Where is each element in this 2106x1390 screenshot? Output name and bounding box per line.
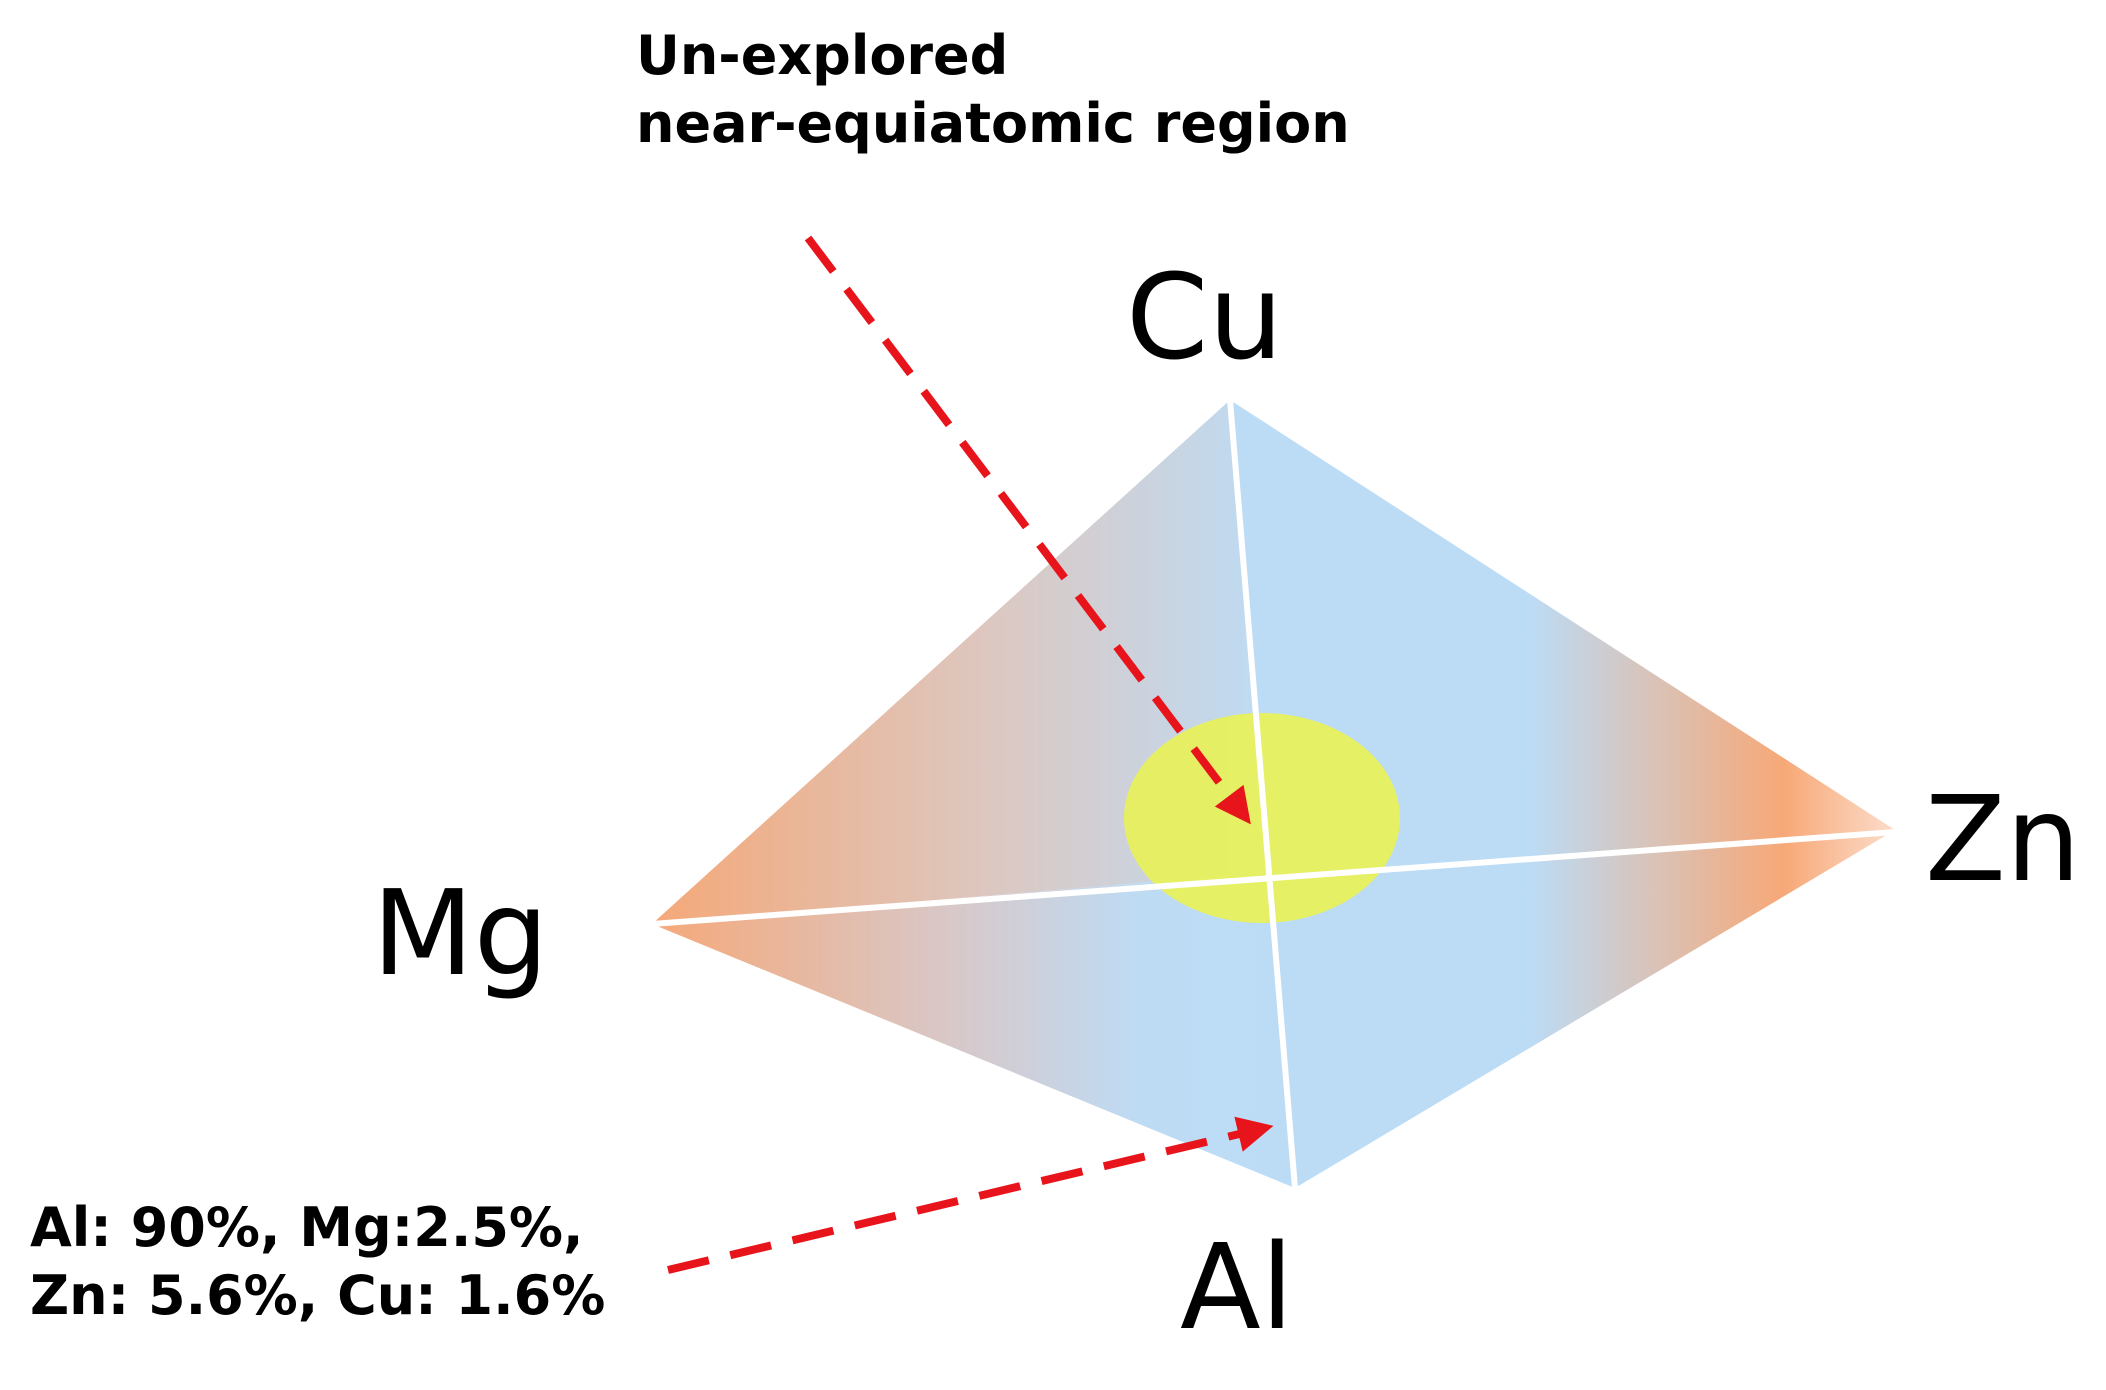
annotation-top-line-2: near-equiatomic region — [636, 92, 1350, 155]
edge-mg-zn — [651, 829, 1896, 927]
annotation-top-line-1: Un-explored — [636, 24, 1009, 87]
annotation-commercial-composition: Al: 90%, Mg:2.5%, Zn: 5.6%, Cu: 1.6% — [30, 1194, 605, 1330]
vertex-label-zn: Zn — [1925, 770, 2081, 908]
arrow-to-equiatomic-region — [804, 235, 1251, 825]
annotation-bottom-line-2: Zn: 5.6%, Cu: 1.6% — [30, 1264, 606, 1327]
face-cu-zn — [1230, 400, 1895, 1188]
annotation-unexplored-region: Un-explored near-equiatomic region — [636, 22, 1350, 158]
annotation-bottom-line-1: Al: 90%, Mg:2.5%, — [30, 1196, 584, 1259]
vertex-label-mg: Mg — [372, 864, 549, 1002]
vertex-label-al: Al — [1180, 1218, 1294, 1356]
arrow-to-al-corner — [667, 1116, 1274, 1274]
face-mg-cu-center — [652, 400, 1270, 924]
face-mg-al — [652, 872, 1295, 1188]
vertex-label-cu: Cu — [1126, 248, 1284, 386]
edge-cu-al — [1227, 399, 1298, 1189]
